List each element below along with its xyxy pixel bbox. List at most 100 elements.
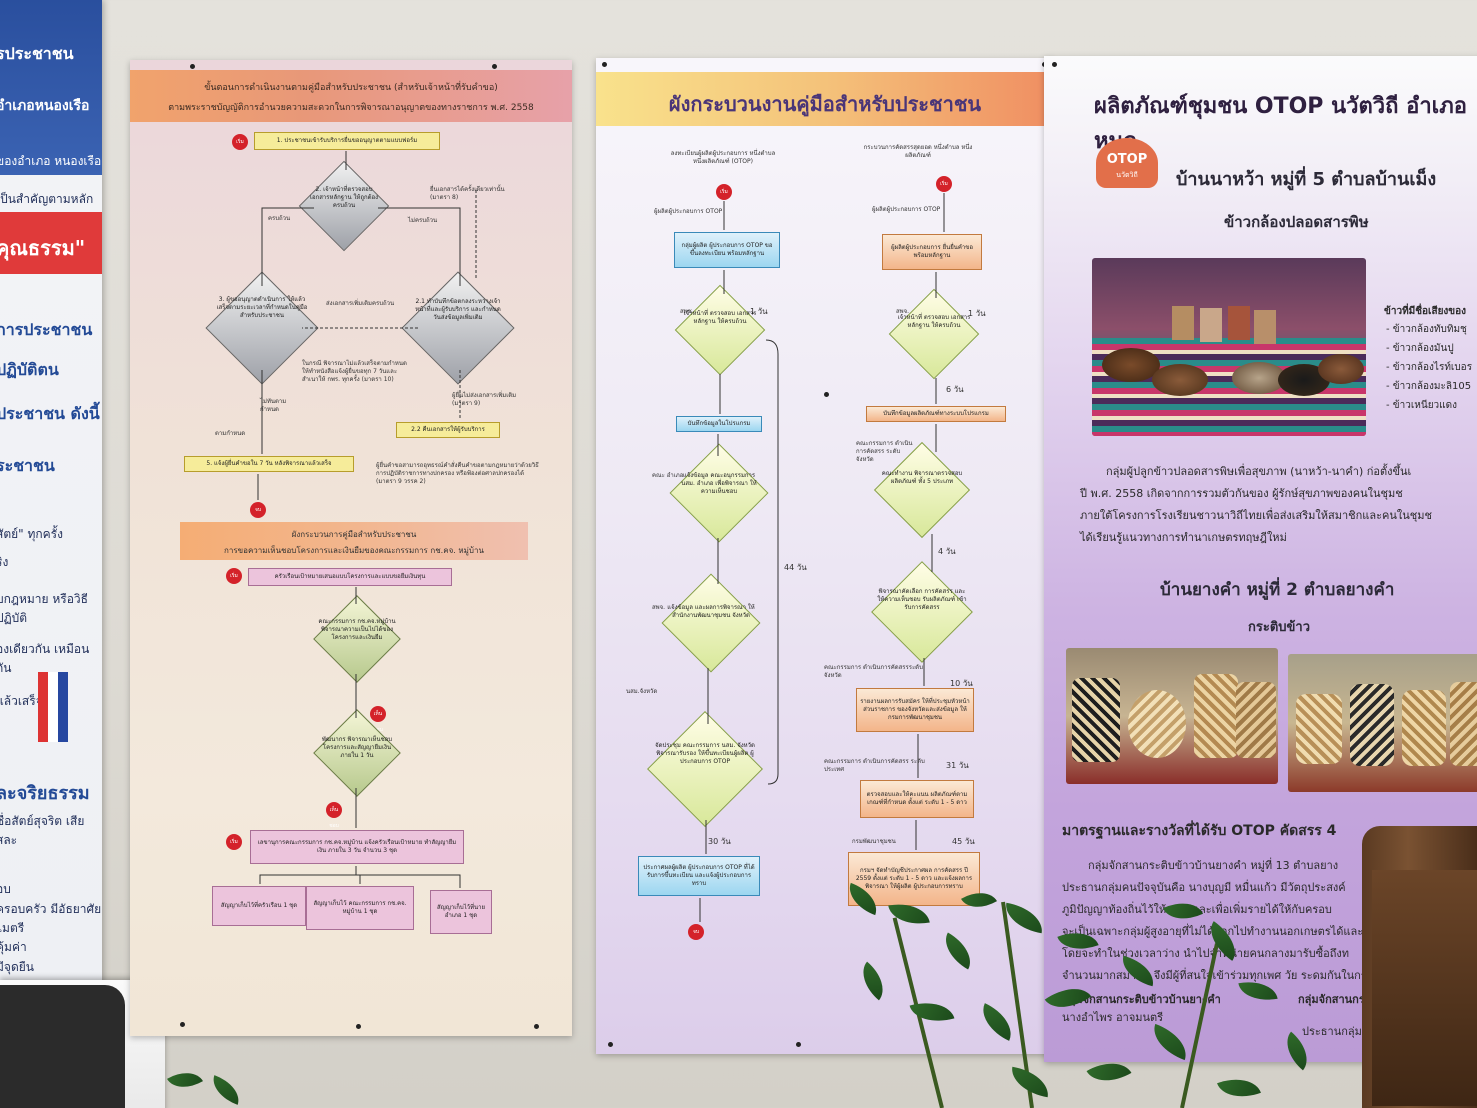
member-name: นางอำไพร อาจมนตรี xyxy=(1062,1011,1164,1024)
actor-label: นสม.จังหวัด xyxy=(626,688,658,695)
actor-label: สพจ. xyxy=(896,308,910,315)
rice-basket xyxy=(1102,348,1160,382)
process-box: ประกาศผลผู้ผลิต ผู้ประกอบการ OTOP ที่ได้… xyxy=(638,856,760,896)
banner-line: ระชาชน xyxy=(0,456,55,475)
banner-line: ปฏิบัติตน xyxy=(0,360,59,379)
actor-label: คณะกรรมการ ดำเนินการคัดสรร ระดับจังหวัด xyxy=(856,440,913,463)
paragraph-line: ภายใต้โครงการโรงเรียนชาวนาวิถีไทยเพื่อส่… xyxy=(1080,509,1432,522)
rice-basket xyxy=(1152,364,1208,396)
village-heading: บ้านนาหว้า หมู่ที่ 5 ตำบลบ้านเม็ง xyxy=(1176,169,1437,190)
decision-text: 2. เจ้าหน้าที่ตรวจสอบเอกสารหลักฐาน ให้ถู… xyxy=(309,186,379,209)
pin xyxy=(356,1024,361,1029)
flow-arrows xyxy=(699,193,945,922)
woven-basket xyxy=(1350,684,1394,766)
branch-label: ตามกำหนด xyxy=(215,430,246,437)
plant-leaf xyxy=(167,1063,203,1097)
banner-line: ละจริยธรรม xyxy=(0,783,90,804)
poster-title: ผลิตภัณฑ์ชุมชน OTOP นวัตวิถี อำเภอหนล xyxy=(1094,94,1467,154)
woven-basket xyxy=(1128,690,1186,758)
column-heading: ลงทะเบียนผู้ผลิตผู้ประกอบการ หนึ่งตำบล ห… xyxy=(670,150,776,165)
pin xyxy=(1052,62,1057,67)
basket-photo xyxy=(1066,648,1278,784)
banner-line: แล้วเสร็จ xyxy=(0,694,43,708)
end-marker: จบ xyxy=(688,924,704,940)
start-marker: เริ่ม xyxy=(226,568,242,584)
process-box: รายงานผลการรับสมัคร ให้ที่ประชุมหัวหน้าส… xyxy=(856,688,974,732)
banner-line: การประชาชน xyxy=(0,320,93,339)
contract-box: สัญญาเก็บไว้ที่ครัวเรือน 1 ชุด xyxy=(212,886,306,926)
banner-line: สัตย์" ทุกครั้ง xyxy=(0,527,63,541)
note-text: ผู้ยื่นไม่ส่งเอกสารเพิ่มเติม (มาตรา 9) xyxy=(452,392,517,407)
time-label: 30 วัน xyxy=(708,837,731,846)
banner-line: อำเภอหนองเรือ xyxy=(0,98,90,114)
contract-box: สัญญาเก็บไว้ที่นายอำเภอ 1 ชุด xyxy=(430,890,492,934)
decision-text: คณะกรรมการ กช.คจ.หมู่บ้าน พิจารณาความเป็… xyxy=(318,618,396,641)
time-label: 45 วัน xyxy=(952,837,975,846)
banner-header-block xyxy=(0,0,102,175)
note-text: ผู้ยื่นคำขอสามารถอุทธรณ์คำสั่งคืนคำขอตาม… xyxy=(376,462,539,485)
branch-label: ไม่ครบถ้วน xyxy=(408,217,438,224)
poster-otop: ผลิตภัณฑ์ชุมชน OTOP นวัตวิถี อำเภอหนล OT… xyxy=(1044,56,1477,1062)
sub-title: ผังกระบวนการคู่มือสำหรับประชาชน xyxy=(291,530,417,539)
poster-header xyxy=(596,72,1054,126)
column-heading: กระบวนการคัดสรรสุดยอด หนึ่งตำบล หนึ่งผลิ… xyxy=(863,144,973,159)
actor-label: กรมพัฒนาชุมชน xyxy=(852,838,896,845)
poster-title: ขั้นตอนการดำเนินงานตามคู่มือสำหรับประชาช… xyxy=(204,83,498,93)
time-label: 10 วัน xyxy=(950,679,973,688)
note-text: ส่งเอกสารเพิ่มเติมครบถ้วน xyxy=(326,300,395,307)
rice-bag xyxy=(1254,310,1276,344)
process-box: ตรวจสอบและให้คะแนน ผลิตภัณฑ์ตามเกณฑ์ที่ก… xyxy=(860,780,974,818)
poster-title: ผังกระบวนงานคู่มือสำหรับประชาชน xyxy=(668,92,982,116)
banner-line: รประชาชน xyxy=(0,44,74,63)
note-text: ในกรณี พิจารณาไม่แล้วเสร็จตามกำหนดให้ทำห… xyxy=(302,360,407,383)
process-box: บันทึกข้อมูลผลิตภัณฑ์ทางระบบโปรแกรม xyxy=(866,406,1006,422)
famous-heading: ข้าวที่มีชื่อเสียงของ xyxy=(1384,306,1467,317)
banner-line: ของอำเภอ หนองเรือ xyxy=(0,154,102,168)
famous-item: - ข้าวกล้องไรท์เบอร xyxy=(1386,362,1473,373)
branch-label: ครบถ้วน xyxy=(268,215,291,222)
end-marker: จบ xyxy=(250,502,266,518)
poster-subtitle: ตามพระราชบัญญัติการอำนวยความสะดวกในการพิ… xyxy=(168,103,534,113)
banner-line: มีจุดยืน xyxy=(0,960,34,974)
actor-label: ผู้ผลิตผู้ประกอบการ OTOP xyxy=(654,208,723,215)
poster-header: ขั้นตอนการดำเนินงานตามคู่มือสำหรับประชาช… xyxy=(130,70,572,122)
actor-label: คณะกรรมการ ดำเนินการคัดสรร ระดับประเทศ xyxy=(824,758,925,773)
paragraph-line: จำนวนมากสมาชิก จึงมีผู้ที่สนใจเข้าร่วมทุ… xyxy=(1062,969,1367,982)
woven-basket xyxy=(1236,682,1276,758)
famous-item: - ข้าวกล้องมันปู xyxy=(1386,343,1454,354)
paragraph-line: ประธานกลุ่มคนปัจจุบันคือ นางบุญมี หมื่นแ… xyxy=(1062,881,1346,894)
actor-label: ผู้ผลิตผู้ประกอบการ OTOP xyxy=(872,206,941,213)
flow-arrows xyxy=(257,151,477,888)
plant-leaf xyxy=(207,1075,245,1105)
time-label: 31 วัน xyxy=(946,761,969,770)
decision-text: 3. ผู้ขออนุญาตดำเนินการ ให้แล้วเสร็จตามร… xyxy=(216,296,308,319)
decision-text: เจ้าหน้าที่ ตรวจสอบ เอกสารหลักฐาน ให้ครบ… xyxy=(683,310,757,325)
standards-heading: มาตรฐานและรางวัลที่ได้รับ OTOP คัดสรร 4 xyxy=(1062,823,1337,839)
rice-bag xyxy=(1200,308,1222,342)
time-label: 4 วัน xyxy=(938,547,956,556)
decision-text: เจ้าหน้าที่ ตรวจสอบ เอกสารหลักฐาน ให้ครบ… xyxy=(897,314,971,329)
step-box: 2.2 คืนเอกสารให้ผู้รับบริการ xyxy=(396,422,500,438)
pin xyxy=(824,392,829,397)
famous-item: - ข้าวเหนียวแดง xyxy=(1386,400,1457,411)
decision-text: แจ้งข้อมูล และผลการพิจารณา ให้สำนักงานพั… xyxy=(667,604,755,619)
pin xyxy=(608,1042,613,1047)
otop-logo: OTOP นวัตวิถี xyxy=(1096,138,1158,188)
famous-item: - ข้าวกล้องทับทิมชุ xyxy=(1386,324,1467,335)
sub-header: ผังกระบวนการคู่มือสำหรับประชาชน การขอควา… xyxy=(180,522,528,560)
time-label: 6 วัน xyxy=(946,385,964,394)
flag-emblem xyxy=(38,672,68,742)
famous-item: - ข้าวกล้องมะลิ105 xyxy=(1386,381,1472,392)
banner-line: อบ xyxy=(0,882,11,896)
time-label: 1 วัน xyxy=(968,309,986,318)
chair-back xyxy=(1372,870,1477,1106)
sub-title: การขอความเห็นชอบโครงการและเงินยืมของคณะก… xyxy=(224,546,484,555)
process-box: กลุ่มผู้ผลิต ผู้ประกอบการ OTOP ขอขึ้นลงท… xyxy=(674,232,780,268)
actor-label: สพจ. xyxy=(652,604,666,611)
decision-text: พิจารณาคัดเลือก การคัดสรร และให้ความเห็น… xyxy=(877,588,967,611)
banner-line: คุ้มค่า xyxy=(0,940,27,954)
pin xyxy=(190,64,195,69)
rice-bag xyxy=(1172,306,1194,340)
step-box: 1. ประชาชนเข้ารับบริการยื่นขออนุญาตตามแบ… xyxy=(254,132,440,150)
note-text: ยื่นเอกสารได้ครั้งเดียวเท่านั้น (มาตรา 8… xyxy=(430,186,505,201)
